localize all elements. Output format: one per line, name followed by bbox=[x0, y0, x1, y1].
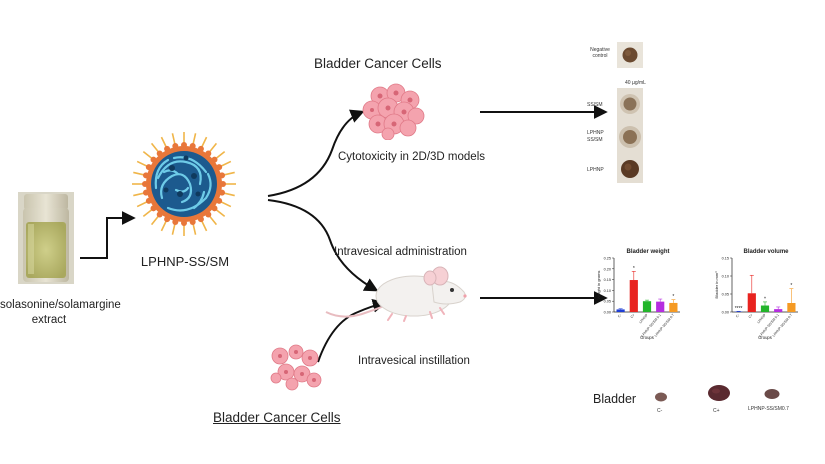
bladder-label: Bladder bbox=[593, 392, 637, 406]
y-tick-label: 0.00 bbox=[722, 311, 729, 315]
bladder-weight-chart: Bladder weight 0.25 0.20 0.15 0.10 0.05 0.00 We… bbox=[596, 249, 680, 340]
nanoparticle-icon bbox=[132, 132, 236, 236]
y-tick-label: 0.15 bbox=[722, 257, 729, 261]
bar bbox=[747, 293, 756, 312]
cytotoxicity-label: Cytotoxicity in 2D/3D models bbox=[338, 151, 485, 163]
extract-label: solasonine/solamargine extract bbox=[0, 298, 121, 328]
bar bbox=[616, 309, 625, 312]
spheroid-row-label-lphnp-ss-sm: LPHNP SS/SM bbox=[587, 130, 604, 143]
arrow-to-mouse bbox=[267, 199, 379, 292]
organ-label-lphnp: LPHNP-SS/SM0.7 bbox=[748, 406, 789, 412]
negative-control-spheroid-image bbox=[617, 42, 643, 68]
bar bbox=[760, 305, 770, 312]
x-tick-label: C+ bbox=[630, 313, 636, 319]
negative-control-label: Negative control bbox=[590, 47, 610, 59]
significance-marker: * bbox=[764, 296, 766, 302]
chart-title: Bladder weight bbox=[626, 249, 669, 255]
x-axis-label: Groups bbox=[640, 335, 654, 340]
spheroid-row-label-lphnp: LPHNP bbox=[587, 167, 604, 173]
bladder-organ-lphnp-image bbox=[764, 389, 780, 399]
x-tick-label: C+ bbox=[748, 313, 754, 319]
concentration-label: 40 µg/mL bbox=[625, 80, 646, 86]
intravesical-instillation-label: Intravesical instillation bbox=[358, 355, 470, 367]
bar bbox=[629, 280, 638, 312]
bladder-cancer-cells-bottom-label: Bladder Cancer Cells bbox=[213, 410, 341, 425]
spheroid-panel: Negative control 40 µg/mL SS/SM LPHNP SS… bbox=[585, 42, 685, 192]
x-tick-label: LPHNP bbox=[756, 313, 767, 325]
bar bbox=[669, 302, 678, 312]
organ-label-c-minus: C- bbox=[657, 408, 663, 414]
y-tick-label: 0.15 bbox=[604, 278, 611, 282]
y-tick-label: 0.00 bbox=[604, 311, 611, 315]
bladder-cancer-cells-top-label: Bladder Cancer Cells bbox=[314, 56, 442, 71]
bladder-organ-c-plus-image bbox=[708, 385, 730, 401]
bladder-organ-c-minus-image bbox=[655, 392, 667, 402]
y-axis-label: Weight in grams bbox=[596, 271, 601, 300]
cancer-cell-cluster-top bbox=[362, 83, 425, 140]
significance-marker: **** bbox=[735, 306, 743, 312]
y-tick-label: 0.25 bbox=[604, 257, 611, 261]
y-tick-label: 0.05 bbox=[604, 300, 611, 304]
spheroid-row-label-ss-sm: SS/SM bbox=[587, 102, 603, 108]
bar bbox=[642, 301, 652, 312]
y-axis-label: Bladder in mm³ bbox=[714, 271, 719, 299]
x-tick-label: C- bbox=[735, 313, 740, 318]
x-tick-label: C- bbox=[617, 313, 622, 318]
extract-label-line2: extract bbox=[31, 314, 67, 326]
bar bbox=[656, 301, 665, 312]
extract-vial-image bbox=[18, 192, 74, 284]
organ-label-c-plus: C+ bbox=[713, 408, 720, 414]
arrow-cells-to-mouse bbox=[317, 298, 387, 363]
bar bbox=[774, 309, 783, 312]
significance-marker: * bbox=[633, 266, 635, 272]
extract-label-line1: solasonine/solamargine bbox=[0, 299, 121, 311]
spheroid-ss-sm-image bbox=[620, 94, 640, 114]
x-tick-label: LPHNP bbox=[638, 313, 649, 325]
x-axis-label: Groups bbox=[758, 335, 772, 340]
y-tick-label: 0.05 bbox=[722, 293, 729, 297]
nanoparticle-label: LPHNP-SS/SM bbox=[140, 254, 230, 269]
bladder-volume-chart: Bladder volume 0.15 0.10 0.05 0.00 Bladder in… bbox=[714, 249, 798, 340]
y-tick-label: 0.10 bbox=[722, 275, 729, 279]
intravesical-administration-label: Intravesical administration bbox=[334, 246, 467, 258]
y-tick-label: 0.20 bbox=[604, 267, 611, 271]
y-tick-label: 0.10 bbox=[604, 289, 611, 293]
significance-marker: * bbox=[672, 294, 674, 300]
arrow-to-cancer-cells bbox=[267, 109, 365, 197]
spheroid-lphnp-ss-sm-image bbox=[619, 126, 641, 148]
mouse-illustration bbox=[325, 266, 467, 322]
arrow-vial-to-nanoparticle bbox=[80, 211, 136, 259]
cancer-cell-cluster-bottom bbox=[270, 344, 322, 391]
spheroid-lphnp-image bbox=[621, 160, 639, 178]
bar bbox=[787, 303, 796, 312]
chart-title: Bladder volume bbox=[743, 249, 789, 255]
significance-marker: * bbox=[790, 283, 792, 289]
